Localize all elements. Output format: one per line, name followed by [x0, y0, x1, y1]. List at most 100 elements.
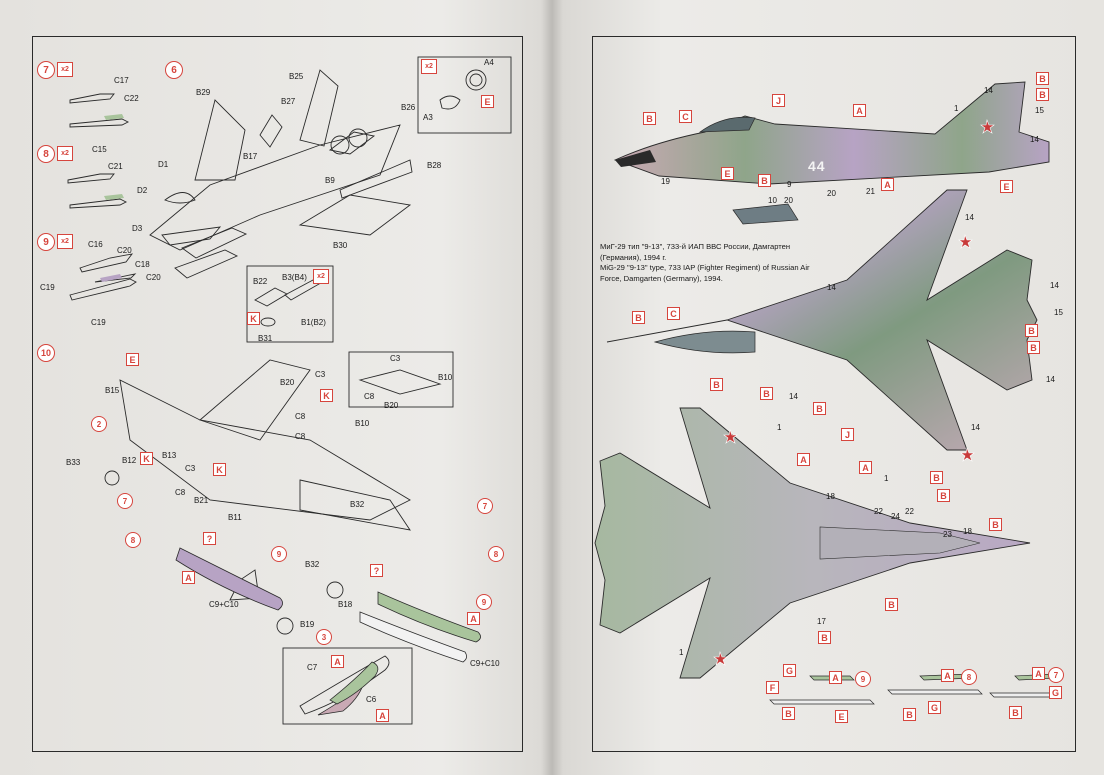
decal-callout: 17	[817, 617, 826, 626]
paint-ref: A	[881, 178, 894, 191]
intake-detail-multiplier: x2	[313, 269, 329, 284]
paint-ref: B	[1025, 324, 1038, 337]
tank-detail-box	[282, 647, 413, 725]
part-label: A3	[423, 113, 433, 122]
part-label: B9	[325, 176, 335, 185]
paint-ref: B	[1036, 72, 1049, 85]
paint-ref: A	[941, 669, 954, 682]
missile-c21-drawing	[69, 198, 128, 209]
decal-callout: 14	[984, 86, 993, 95]
step-9-marker: 9	[37, 233, 55, 251]
part-label: C8	[295, 412, 306, 421]
weapon-step-callout: 9	[855, 671, 871, 687]
part-label: B13	[162, 451, 177, 460]
step-7-marker: 7	[37, 61, 55, 79]
part-b27-drawing	[259, 114, 283, 148]
canopy-d1-drawing	[161, 226, 222, 246]
part-label: B19	[300, 620, 315, 629]
paint-ref: J	[772, 94, 785, 107]
step-callout: 8	[125, 532, 141, 548]
assembly-page-frame	[32, 36, 523, 752]
part-label: C20	[117, 246, 132, 255]
step-8-marker: 8	[37, 145, 55, 163]
part-label: C6	[366, 695, 377, 704]
part-label: C9+C10	[470, 659, 500, 668]
paint-ref: F	[766, 681, 779, 694]
fuel-tank-lilac-drawing	[175, 547, 283, 611]
paint-ref: B	[1009, 706, 1022, 719]
decal-callout: 14	[1050, 281, 1059, 290]
decal-callout: 22	[874, 507, 883, 516]
paint-ref: B	[989, 518, 1002, 531]
step-callout: 8	[488, 546, 504, 562]
part-label: C3	[390, 354, 401, 363]
part-label: B28	[427, 161, 442, 170]
pylon-c15-drawing	[67, 173, 115, 184]
part-label: B30	[333, 241, 348, 250]
part-label: B17	[243, 152, 258, 161]
part-label: C19	[40, 283, 55, 292]
step-8-multiplier: x2	[57, 146, 73, 161]
paint-ref: K	[140, 452, 153, 465]
part-label: C22	[124, 94, 139, 103]
part-label: C20	[146, 273, 161, 282]
paint-ref: K	[247, 312, 260, 325]
tail-fin-inset	[732, 203, 799, 225]
part-label: B12	[122, 456, 137, 465]
paint-ref: B	[818, 631, 831, 644]
paint-ref: C	[667, 307, 680, 320]
caption-russian: МиГ-29 тип "9-13", 733-й ИАП ВВС России,…	[600, 242, 791, 262]
part-label: A4	[484, 58, 494, 67]
missile-c18-drawing	[69, 278, 137, 301]
gear-bay-detail-box	[348, 351, 454, 408]
step-callout: 7	[477, 498, 493, 514]
step-callout: 3	[316, 629, 332, 645]
part-label: C8	[295, 432, 306, 441]
paint-ref: E	[835, 710, 848, 723]
paint-ref: ?	[370, 564, 383, 577]
paint-ref: E	[1000, 180, 1013, 193]
decal-callout: 20	[784, 196, 793, 205]
decal-callout: 15	[1035, 106, 1044, 115]
part-label: C19	[91, 318, 106, 327]
side-number: 44	[808, 158, 826, 174]
decal-callout: 9	[787, 180, 792, 189]
stabilizer-b30-drawing	[298, 194, 412, 236]
part-label: B32	[350, 500, 365, 509]
side-view-canopy	[698, 116, 756, 133]
decal-callout: 18	[826, 492, 835, 501]
part-label: B10	[355, 419, 370, 428]
step-9-multiplier: x2	[57, 234, 73, 249]
step-callout: 2	[91, 416, 107, 432]
paint-ref: B	[760, 387, 773, 400]
pylon-c17-drawing	[69, 93, 115, 104]
part-label: B18	[338, 600, 353, 609]
paint-ref: E	[481, 95, 494, 108]
part-label: C8	[364, 392, 375, 401]
part-label: B3(B4)	[282, 273, 307, 282]
decal-callout: 15	[1054, 308, 1063, 317]
weapon-step-callout: 8	[961, 669, 977, 685]
paint-ref: B	[813, 402, 826, 415]
part-label: B26	[401, 103, 416, 112]
part-label: C18	[135, 260, 150, 269]
decal-callout: 19	[661, 177, 670, 186]
decal-callout: 20	[827, 189, 836, 198]
paint-ref: B	[782, 707, 795, 720]
paint-ref: B	[632, 311, 645, 324]
step-7-multiplier: x2	[57, 62, 73, 77]
part-label: B22	[253, 277, 268, 286]
paint-ref: K	[320, 389, 333, 402]
part-label: D3	[132, 224, 143, 233]
decal-callout: 22	[905, 507, 914, 516]
part-label: D2	[137, 186, 148, 195]
caption-english: MiG-29 "9-13" type, 733 IAP (Fighter Reg…	[600, 263, 810, 283]
missile-c22-drawing	[69, 118, 130, 128]
decal-callout: 14	[1030, 135, 1039, 144]
paint-ref: A	[853, 104, 866, 117]
part-label: B29	[196, 88, 211, 97]
fuel-tank-green-drawing	[377, 591, 481, 643]
paint-ref: G	[783, 664, 796, 677]
